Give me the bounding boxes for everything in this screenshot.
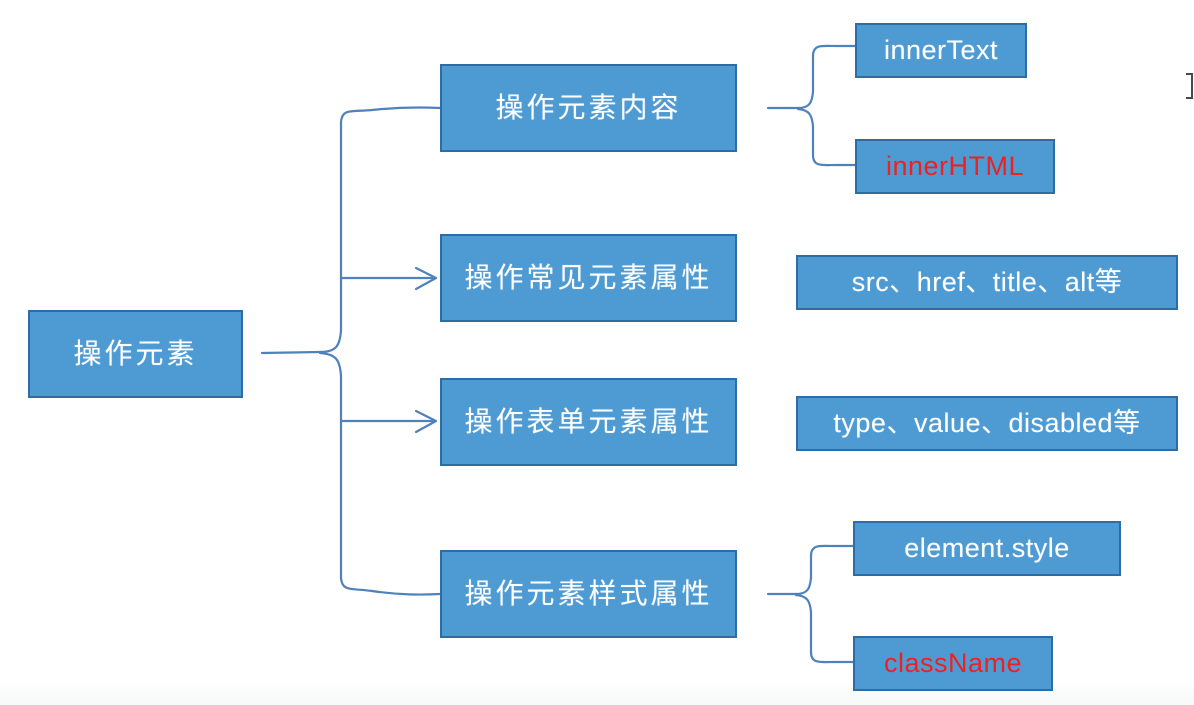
node-leaf-innertext-label: innerText <box>883 34 999 65</box>
node-leaf-common-attributes-label: src、href、title、alt等 <box>851 266 1123 297</box>
node-branch-form-attributes-label: 操作表单元素属性 <box>464 405 713 437</box>
node-leaf-element-style[interactable]: element.style <box>853 521 1121 576</box>
node-leaf-innertext[interactable]: innerText <box>855 23 1027 78</box>
main-brace-center <box>318 328 343 354</box>
node-root[interactable]: 操作元素 <box>28 310 243 398</box>
branch-1-brace-pinch-up <box>796 90 815 110</box>
branch-4-brace-pinch-up <box>794 576 813 596</box>
right-edge-bracket-mark <box>1186 73 1193 99</box>
node-leaf-form-attributes[interactable]: type、value、disabled等 <box>796 396 1178 451</box>
node-leaf-innerhtml[interactable]: innerHTML <box>855 139 1055 194</box>
node-branch-form-attributes[interactable]: 操作表单元素属性 <box>440 378 737 466</box>
node-leaf-common-attributes[interactable]: src、href、title、alt等 <box>796 255 1178 310</box>
node-branch-common-attributes[interactable]: 操作常见元素属性 <box>440 234 737 322</box>
main-brace-top-curl <box>339 106 442 124</box>
branch-4-brace-pinch-down <box>794 593 813 614</box>
arrow-to-branch-2-head <box>414 266 438 291</box>
node-branch-common-attributes-label: 操作常见元素属性 <box>464 261 713 293</box>
node-root-label: 操作元素 <box>73 337 198 369</box>
arrow-to-branch-3-head <box>414 409 438 434</box>
branch-1-brace-arm-up <box>811 44 857 94</box>
node-leaf-element-style-label: element.style <box>904 532 1070 563</box>
node-leaf-form-attributes-label: type、value、disabled等 <box>833 407 1141 438</box>
main-brace-bottom-curl <box>339 576 442 596</box>
branch-4-brace-arm-down <box>809 610 855 664</box>
node-branch-element-content[interactable]: 操作元素内容 <box>440 64 737 152</box>
node-leaf-innerhtml-label: innerHTML <box>885 150 1025 181</box>
node-leaf-classname[interactable]: className <box>853 636 1053 691</box>
node-branch-element-content-label: 操作元素内容 <box>495 91 682 123</box>
node-branch-style-attributes-label: 操作元素样式属性 <box>464 577 713 609</box>
branch-4-brace-arm-up <box>809 544 855 580</box>
main-brace-center-lower <box>318 351 343 378</box>
node-branch-style-attributes[interactable]: 操作元素样式属性 <box>440 550 737 638</box>
branch-1-brace-pinch-down <box>796 107 815 128</box>
root-stub-connector <box>260 350 322 355</box>
node-leaf-classname-label: className <box>883 647 1023 678</box>
branch-1-brace-arm-down <box>811 124 857 167</box>
